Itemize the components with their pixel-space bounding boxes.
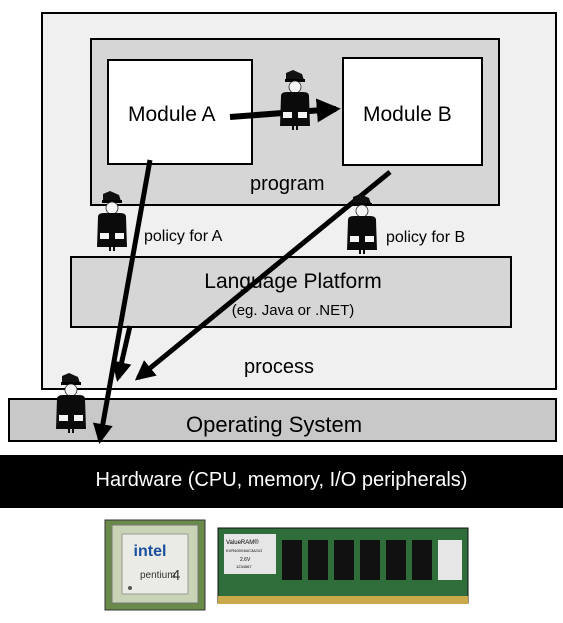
program-label: program: [250, 173, 325, 195]
guard-icon: [55, 372, 87, 434]
module-a-box: [107, 59, 253, 165]
arrow-module-b-to-os: [134, 170, 392, 381]
operating-system-label: Operating System: [186, 412, 363, 437]
cpu-brand-text: intel: [134, 543, 167, 560]
module-b-label: Module B: [363, 103, 452, 126]
process-label: process: [244, 356, 315, 378]
guard-icon: [96, 190, 128, 252]
cpu-model-text: pentium: [140, 570, 176, 581]
cpu-chip-icon: intel pentium 4: [104, 519, 206, 611]
guard-icon: [279, 69, 311, 131]
ram-label-2: KVR400X64C3A/1G: [226, 548, 262, 553]
policy-b-label: policy for B: [386, 229, 466, 246]
module-a-label: Module A: [128, 103, 216, 126]
module-b-box: [342, 57, 483, 166]
hardware-label: Hardware (CPU, memory, I/O peripherals): [95, 469, 468, 491]
ram-label-1: ValueRAM®: [226, 539, 259, 546]
ram-label-3: 2.6V: [240, 557, 251, 563]
hardware-bar: Hardware (CPU, memory, I/O peripherals): [0, 455, 563, 508]
arrow-platform-to-os: [111, 325, 133, 382]
language-platform-example: (eg. Java or .NET): [231, 302, 355, 319]
policy-a-label: policy for A: [144, 228, 223, 245]
ram-label-4: 1234567: [236, 564, 252, 569]
ram-stick-icon: ValueRAM® KVR400X64C3A/1G 2.6V 1234567: [217, 527, 469, 604]
cpu-version-text: 4: [172, 567, 180, 584]
arrow-module-a-to-hardware: [92, 159, 153, 444]
